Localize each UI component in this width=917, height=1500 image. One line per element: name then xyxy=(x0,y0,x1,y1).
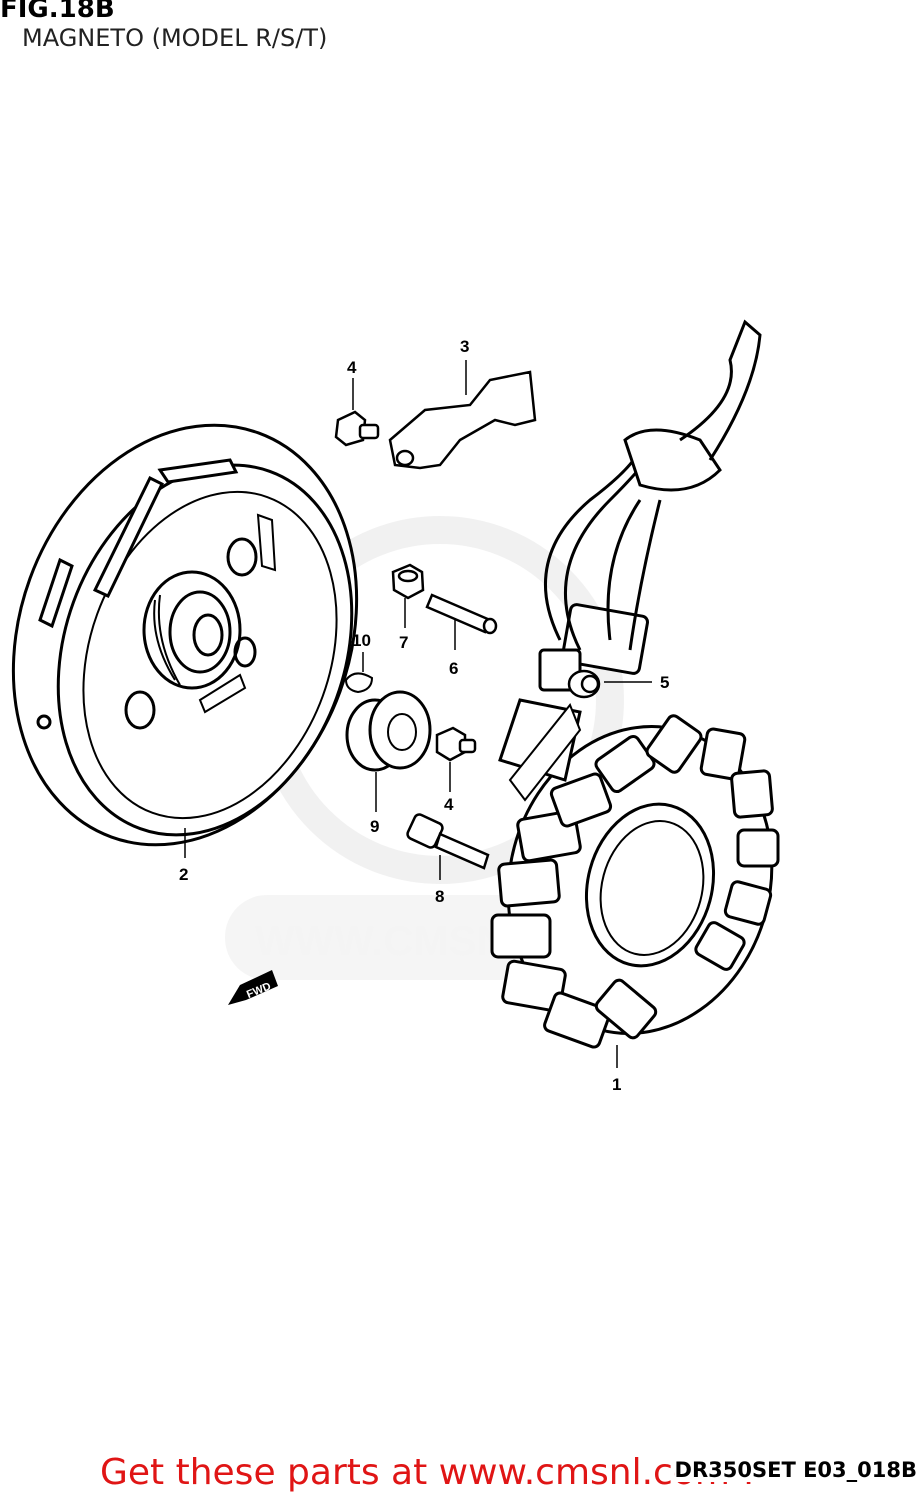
callout-1: 1 xyxy=(612,1075,621,1094)
nut-upper xyxy=(334,410,380,447)
callout-9: 9 xyxy=(370,817,379,836)
drawing-code: DR350SET E03_018B xyxy=(674,1458,917,1482)
callout-4-upper: 4 xyxy=(347,358,357,377)
key xyxy=(344,672,374,694)
watermark-text: WWW.CMSN xyxy=(255,917,507,964)
callout-2: 2 xyxy=(179,865,188,884)
bracket xyxy=(388,370,537,470)
callout-6: 6 xyxy=(449,659,458,678)
shop-link-banner[interactable]: Get these parts at www.cmsnl.com ! xyxy=(100,1452,756,1493)
figure-title: MAGNETO (MODEL R/S/T) xyxy=(22,24,328,52)
stud xyxy=(425,593,498,635)
rotor-flywheel xyxy=(11,423,359,847)
figure-id: FIG.18B xyxy=(0,0,115,24)
callout-5: 5 xyxy=(660,673,669,692)
nut-lower xyxy=(435,726,477,762)
nut xyxy=(391,563,425,600)
bolt xyxy=(406,813,490,870)
callout-labels: 1 2 3 4 4 5 6 7 8 9 10 xyxy=(179,337,669,1094)
callout-7: 7 xyxy=(399,633,408,652)
callout-8: 8 xyxy=(435,887,444,906)
callout-10: 10 xyxy=(352,631,371,650)
callout-4-lower: 4 xyxy=(444,795,454,814)
grommet xyxy=(567,669,601,699)
stator-coil-assembly xyxy=(490,319,780,1049)
leader-lines xyxy=(184,360,652,1068)
gear xyxy=(345,690,432,772)
callout-3: 3 xyxy=(460,337,469,356)
